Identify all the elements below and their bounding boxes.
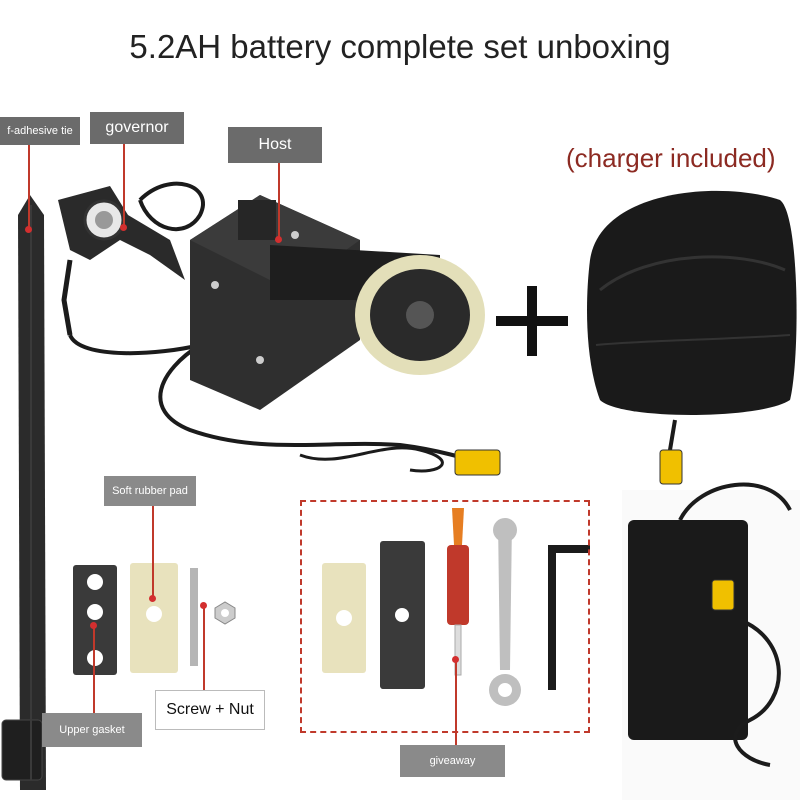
adhesive-tie-strap [1, 195, 46, 790]
tie-leader [28, 145, 30, 230]
battery-bag [587, 190, 797, 485]
screw-nut-leader [203, 605, 205, 690]
giveaway-marker [452, 656, 459, 663]
charger-box [622, 482, 800, 800]
governor-leader [123, 144, 125, 226]
host-marker [275, 236, 282, 243]
upper-gasket-part [73, 565, 117, 675]
soft-pad-label: Soft rubber pad [104, 476, 196, 506]
giveaway-items [322, 508, 590, 706]
screw-nut-marker [200, 602, 207, 609]
upper-gasket-marker [90, 622, 97, 629]
giveaway-frame [300, 500, 590, 733]
soft-rubber-pad-part [130, 563, 178, 673]
tie-marker [25, 226, 32, 233]
giveaway-label: giveaway [400, 745, 505, 777]
host-label: Host [228, 127, 322, 163]
soft-pad-marker [149, 595, 156, 602]
upper-gasket-leader [93, 625, 95, 713]
governor-throttle [58, 181, 205, 336]
soft-pad-leader [152, 506, 154, 598]
giveaway-leader [455, 660, 457, 745]
upper-gasket-label: Upper gasket [42, 713, 142, 747]
screw-nut-part [190, 568, 236, 666]
charger-included-note: (charger included) [566, 143, 776, 173]
host-motor [190, 195, 485, 410]
page-title: 5.2AH battery complete set unboxing [129, 28, 671, 65]
governor-label: governor [90, 112, 184, 144]
tie-label: f-adhesive tie [0, 117, 80, 145]
governor-marker [120, 224, 127, 231]
host-leader [278, 163, 280, 239]
screw-nut-label: Screw + Nut [155, 690, 265, 730]
